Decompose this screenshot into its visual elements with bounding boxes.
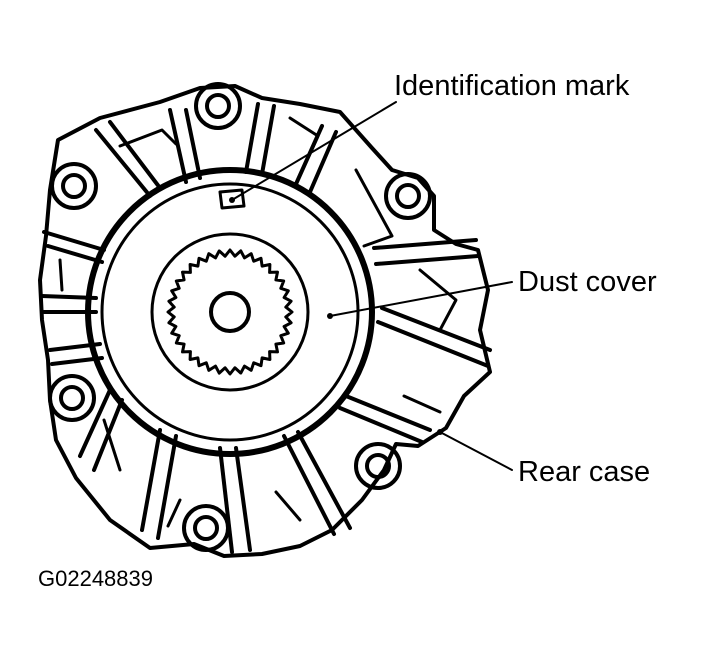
splined-shaft (166, 248, 294, 376)
leader-rear-case (439, 431, 513, 471)
leader-identification-mark (231, 101, 397, 201)
housing-webs (58, 116, 458, 528)
leader-dot-rear-case (437, 429, 443, 435)
identification-mark-notch (218, 188, 246, 210)
leader-dust-cover (329, 281, 513, 317)
housing-ribs (40, 102, 492, 554)
leader-lines (231, 101, 513, 471)
mounting-bosses (48, 82, 432, 552)
rear-case-outline (38, 84, 492, 558)
seal-ring (150, 232, 310, 392)
center-bore (209, 291, 251, 333)
dust-cover-outer-ring (85, 167, 375, 457)
dust-cover-inner-ring (100, 182, 360, 442)
leader-dot-dust-cover (327, 313, 333, 319)
label-identification-mark: Identification mark (394, 70, 630, 102)
leader-dot-identification-mark (229, 197, 235, 203)
figure-code: G02248839 (38, 566, 153, 591)
label-dust-cover: Dust cover (518, 266, 657, 298)
label-rear-case: Rear case (518, 456, 651, 488)
